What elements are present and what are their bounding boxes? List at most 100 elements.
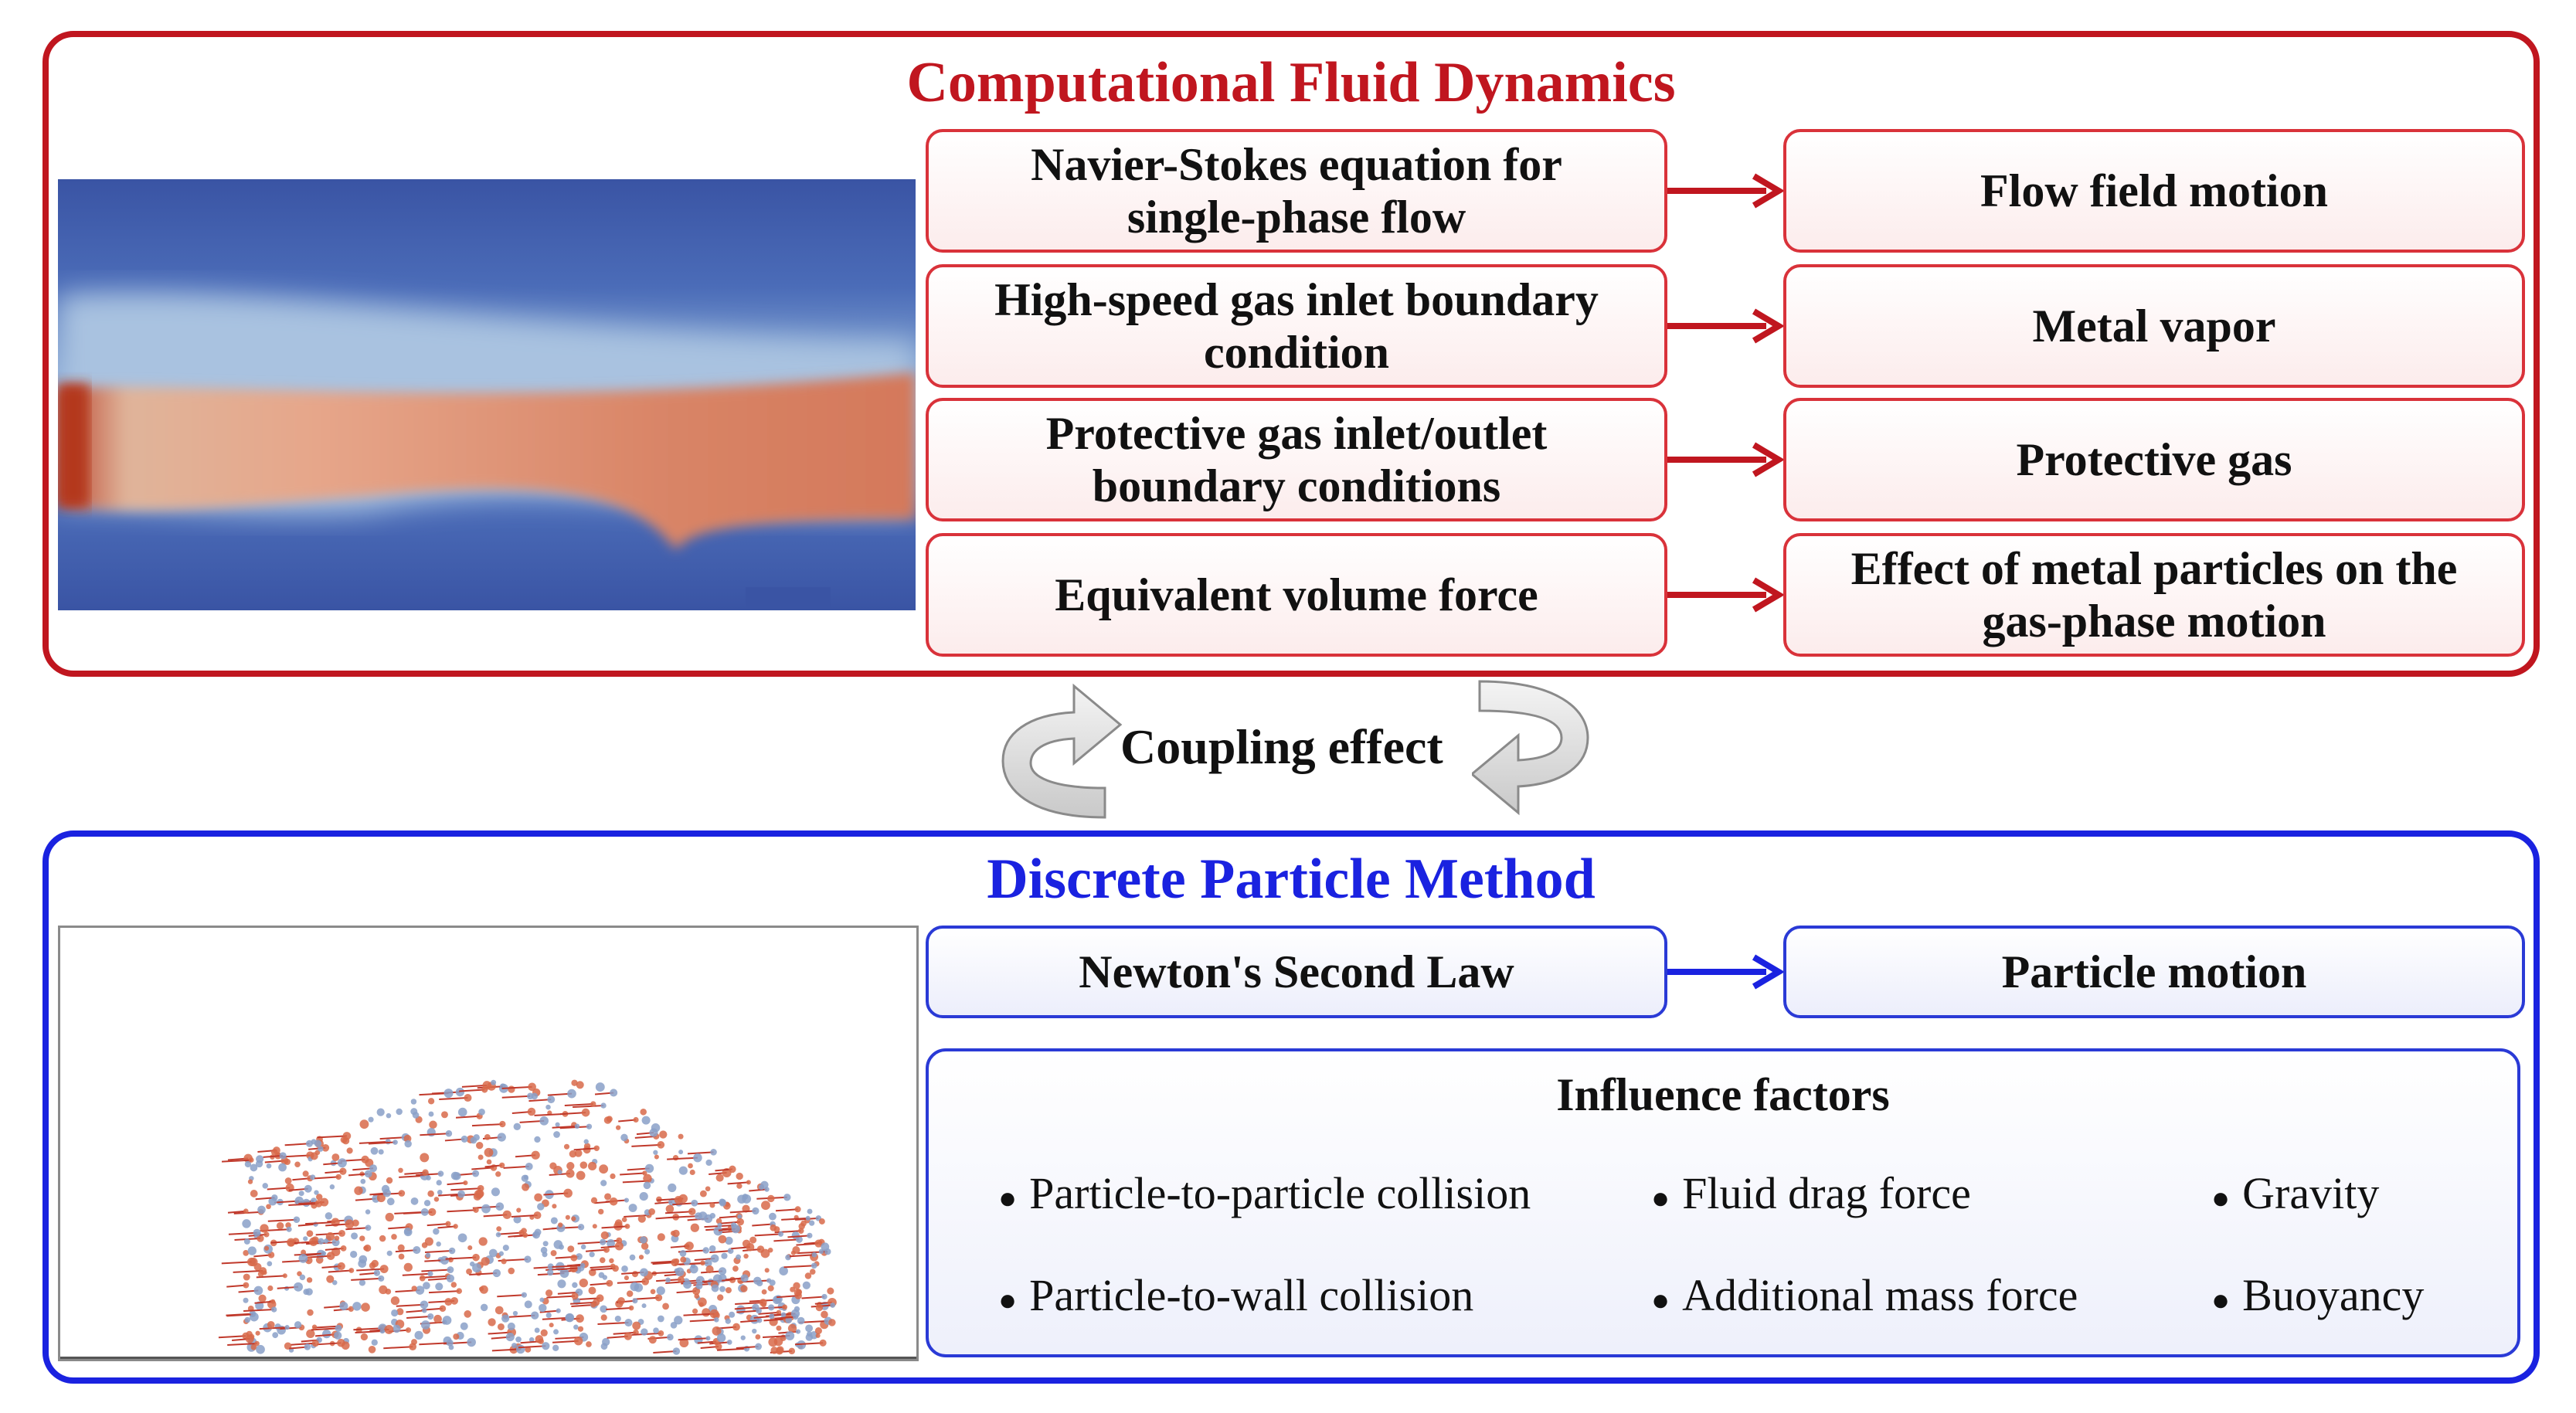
particle-dot	[598, 1272, 605, 1279]
particle-trail	[368, 1141, 396, 1145]
particle-dot	[475, 1189, 484, 1198]
particle-trail	[459, 1089, 485, 1092]
particle-dot	[737, 1214, 743, 1219]
particle-dot	[373, 1269, 381, 1276]
particle-trail	[311, 1327, 339, 1331]
particle-dot	[444, 1298, 453, 1306]
particle-trail	[437, 1225, 456, 1229]
factor-item: ●Fluid drag force	[1651, 1168, 1971, 1218]
particle-dot	[729, 1311, 736, 1318]
particle-trail	[624, 1214, 649, 1218]
particle-trail	[419, 1342, 450, 1346]
particle-dot	[294, 1282, 304, 1292]
particle-dot	[679, 1338, 689, 1348]
particle-trail	[590, 1265, 613, 1269]
particle-dot	[539, 1297, 545, 1303]
particle-dot	[360, 1178, 366, 1184]
particle-dot	[678, 1166, 688, 1175]
particle-dot	[804, 1272, 812, 1279]
particle-dot	[386, 1250, 393, 1256]
particle-dot	[386, 1177, 393, 1184]
particle-trail	[427, 1223, 449, 1227]
particle-dot	[705, 1265, 714, 1274]
particle-dot	[793, 1282, 800, 1290]
particle-dot	[494, 1306, 504, 1315]
volume-force-box: Equivalent volume force	[926, 533, 1667, 657]
particle-dot	[629, 1254, 636, 1261]
coupling-label: Coupling effect	[1120, 719, 1443, 774]
particle-dot	[563, 1143, 570, 1150]
particle-dot	[709, 1245, 716, 1252]
particle-dot	[604, 1193, 612, 1201]
particle-dot	[540, 1329, 548, 1337]
particle-dot	[309, 1237, 318, 1246]
particle-dot	[338, 1229, 345, 1237]
particle-dot	[639, 1191, 648, 1201]
particle-dot	[742, 1194, 752, 1204]
particle-dot	[244, 1316, 251, 1323]
particle-dot	[477, 1154, 484, 1160]
particle-dot	[700, 1260, 705, 1266]
particle-dot	[628, 1204, 637, 1213]
particle-dot	[705, 1159, 712, 1167]
particle-dot	[731, 1224, 740, 1234]
particle-trail	[420, 1133, 449, 1136]
particle-dot	[586, 1123, 593, 1129]
particle-scatter-image	[60, 1079, 916, 1360]
particle-dot	[378, 1275, 385, 1282]
particle-trail	[406, 1316, 431, 1320]
particle-dot	[411, 1339, 417, 1346]
particle-dot	[348, 1268, 355, 1273]
particle-dot	[533, 1211, 542, 1220]
particle-dot	[683, 1280, 692, 1289]
particle-dot	[478, 1109, 485, 1116]
particle-dot	[598, 1208, 604, 1215]
particle-dot	[528, 1082, 536, 1092]
particle-dot	[411, 1286, 417, 1292]
particle-dot	[571, 1216, 576, 1221]
particle-dot	[668, 1183, 677, 1193]
particle-trail	[736, 1345, 759, 1349]
particle-trail	[631, 1143, 661, 1147]
particle-dot	[360, 1333, 369, 1341]
particle-dot	[672, 1347, 681, 1355]
particle-dot	[244, 1160, 252, 1168]
factor-item: ●Particle-to-particle collision	[998, 1168, 1531, 1218]
particle-dot	[769, 1279, 776, 1286]
gas-inlet-box: High-speed gas inlet boundary condition	[926, 264, 1667, 388]
particle-dot	[606, 1279, 613, 1287]
particle-trail	[618, 1119, 637, 1123]
particle-dot	[576, 1314, 584, 1323]
particle-dot	[648, 1336, 657, 1344]
particle-dot	[680, 1256, 687, 1263]
particle-dot	[365, 1209, 371, 1214]
particle-dot	[815, 1333, 821, 1338]
particle-dot	[565, 1313, 575, 1323]
particle-trail	[651, 1271, 680, 1275]
particle-dot	[579, 1161, 588, 1169]
particle-trail	[753, 1315, 772, 1319]
particle-dot	[675, 1267, 685, 1277]
particle-dot	[624, 1332, 632, 1340]
particle-dot	[306, 1277, 313, 1283]
particle-trail	[254, 1300, 274, 1304]
particle-dot	[641, 1303, 647, 1309]
particle-trail	[801, 1296, 825, 1299]
particle-dot	[495, 1231, 501, 1238]
particle-dot	[457, 1233, 467, 1243]
particle-dot	[547, 1263, 554, 1270]
particle-dot	[736, 1183, 743, 1189]
particle-dot	[337, 1158, 347, 1168]
particle-dot	[346, 1147, 353, 1154]
particle-trail	[471, 1123, 503, 1127]
particle-trail	[226, 1313, 253, 1317]
particle-dot	[524, 1300, 532, 1309]
particle-dot	[542, 1342, 550, 1350]
particle-dot	[534, 1327, 540, 1333]
particle-dot	[610, 1089, 618, 1097]
particle-dot	[445, 1221, 451, 1227]
particle-trail	[383, 1346, 413, 1350]
particle-dot	[641, 1328, 648, 1336]
particle-dot	[382, 1189, 391, 1197]
particle-dot	[736, 1305, 746, 1315]
